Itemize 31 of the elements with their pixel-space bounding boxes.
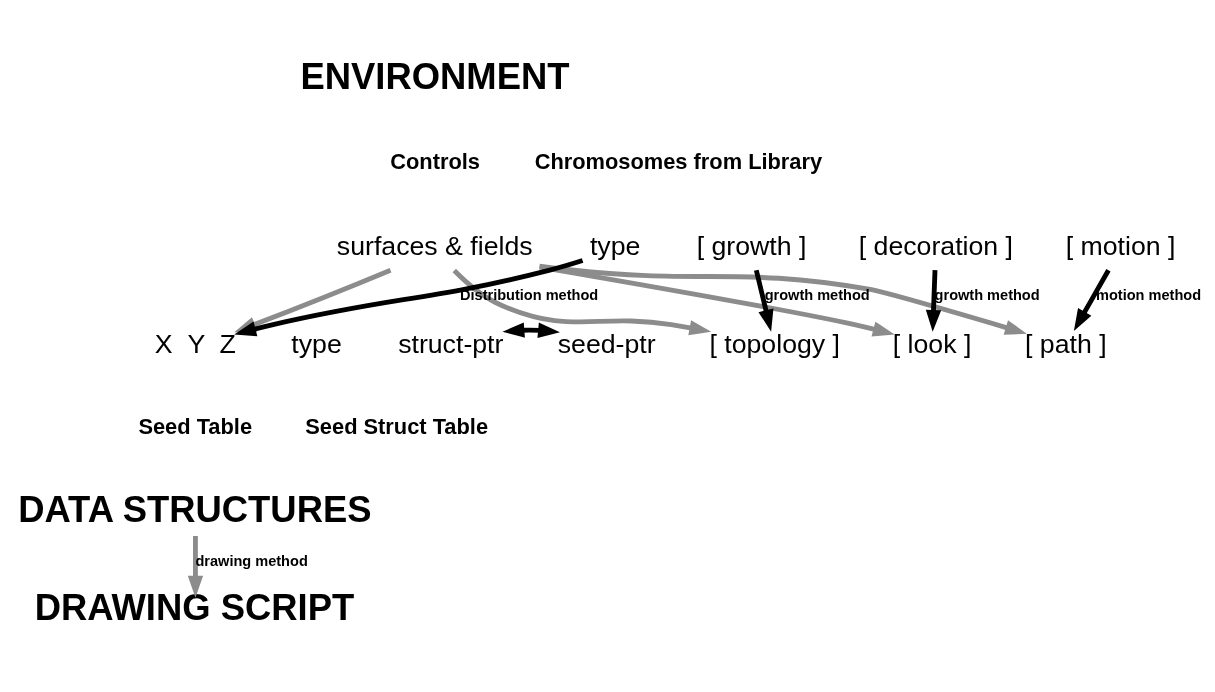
node-text: X Y Z <box>154 328 236 359</box>
arrow <box>187 535 204 598</box>
arrow <box>539 263 1027 335</box>
node-text: [ topology ] <box>709 328 841 359</box>
node-text: seed-ptr <box>557 328 656 359</box>
node-text: Seed Table <box>138 413 253 439</box>
edge-label: growth method <box>934 286 1040 303</box>
node-text: Controls <box>390 148 480 174</box>
arrow <box>502 321 560 338</box>
node-text: Chromosomes from Library <box>534 148 823 174</box>
node-text: DATA STRUCTURES <box>18 488 372 530</box>
edge-label: growth method <box>764 286 870 303</box>
edge-label: drawing method <box>195 552 308 569</box>
node-text: DRAWING SCRIPT <box>34 586 355 628</box>
edge-label: motion method <box>1096 286 1202 303</box>
arrow <box>452 268 712 335</box>
arrow <box>753 269 774 332</box>
node-text: type <box>291 328 342 359</box>
node-text: [ growth ] <box>696 230 807 261</box>
node-text: [ motion ] <box>1065 230 1176 261</box>
node-text: Seed Struct Table <box>305 413 489 439</box>
node-text: [ path ] <box>1025 328 1107 359</box>
node-text: type <box>589 230 641 261</box>
node-text: surfaces & fields <box>336 230 533 261</box>
arrow <box>925 269 942 332</box>
node-text: [ look ] <box>892 328 972 359</box>
node-text: ENVIRONMENT <box>300 55 570 97</box>
arrow <box>1073 268 1111 331</box>
edge-label: Distribution method <box>460 286 599 303</box>
node-text: [ decoration ] <box>858 230 1014 261</box>
node-text: struct-ptr <box>398 328 504 359</box>
